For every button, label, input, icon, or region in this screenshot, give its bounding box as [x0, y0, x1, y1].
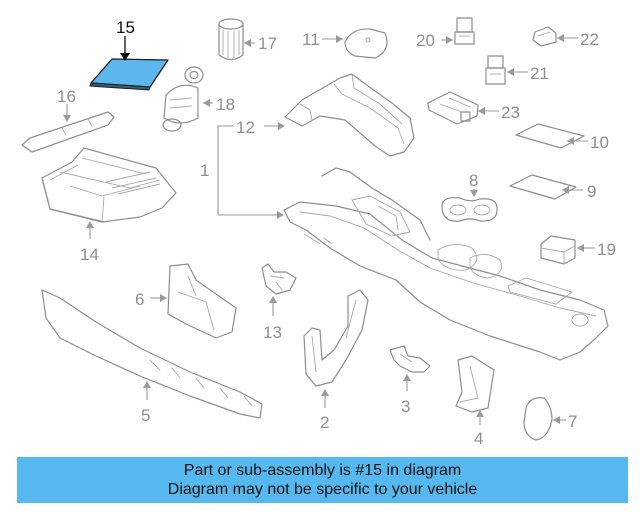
- part-7-cap: [523, 397, 553, 441]
- info-banner: Part or sub-assembly is #15 in diagram D…: [17, 457, 628, 503]
- callout-15-arrow: [120, 53, 130, 61]
- part-5-trim: [41, 289, 263, 419]
- part-23-bracket: [427, 91, 479, 125]
- part-19-switch: [540, 235, 576, 265]
- callout-11: 11: [302, 30, 320, 49]
- part-3-bracket: [389, 345, 431, 373]
- part-8-mat: [441, 197, 498, 222]
- part-13-clip: [261, 263, 297, 295]
- callout-22: 22: [580, 30, 599, 49]
- callout-1-bracket: [217, 125, 282, 216]
- part-1-console: [283, 167, 609, 361]
- part-10-pad: [515, 123, 585, 149]
- callout-16: 16: [57, 87, 76, 106]
- callout-20: 20: [416, 31, 435, 50]
- callout-12: 12: [236, 118, 255, 137]
- part-17-insert: [218, 18, 244, 61]
- callout-21: 21: [530, 64, 549, 83]
- callout-7: 7: [568, 412, 577, 431]
- part-9-pad: [509, 174, 577, 200]
- part-11-pad: [344, 28, 388, 59]
- callout-2: 2: [320, 413, 329, 432]
- callout-10: 10: [590, 133, 609, 152]
- part-20-switch: [454, 17, 475, 45]
- callout-23: 23: [501, 103, 520, 122]
- part-14-bin: [41, 147, 177, 223]
- banner-line-2: Diagram may not be specific to your vehi…: [167, 481, 478, 498]
- callout-3: 3: [401, 397, 410, 416]
- part-4-panel: [455, 355, 495, 413]
- callout-5: 5: [141, 406, 150, 425]
- part-21-switch: [485, 55, 506, 85]
- part-6-panel: [167, 263, 237, 339]
- part-12-surround: [284, 73, 415, 157]
- parts-diagram: 15 17 18 11 20 22: [21, 17, 616, 448]
- banner-line-1: Part or sub-assembly is #15 in diagram: [183, 462, 462, 479]
- callout-14: 14: [80, 245, 99, 264]
- part-18-mechanism: [162, 66, 204, 132]
- callout-15: 15: [116, 18, 135, 37]
- callout-13: 13: [263, 323, 282, 342]
- callout-6: 6: [135, 290, 144, 309]
- callout-17: 17: [258, 34, 277, 53]
- part-2-bracket: [303, 289, 369, 387]
- part-22-button: [532, 26, 557, 47]
- callout-18: 18: [216, 95, 235, 114]
- callout-1: 1: [200, 161, 209, 180]
- callout-19: 19: [597, 240, 616, 259]
- callout-8: 8: [469, 171, 478, 190]
- part-15-pad[interactable]: [89, 58, 169, 91]
- callout-4: 4: [474, 429, 483, 448]
- callout-9: 9: [587, 182, 596, 201]
- part-16-trim: [21, 111, 115, 153]
